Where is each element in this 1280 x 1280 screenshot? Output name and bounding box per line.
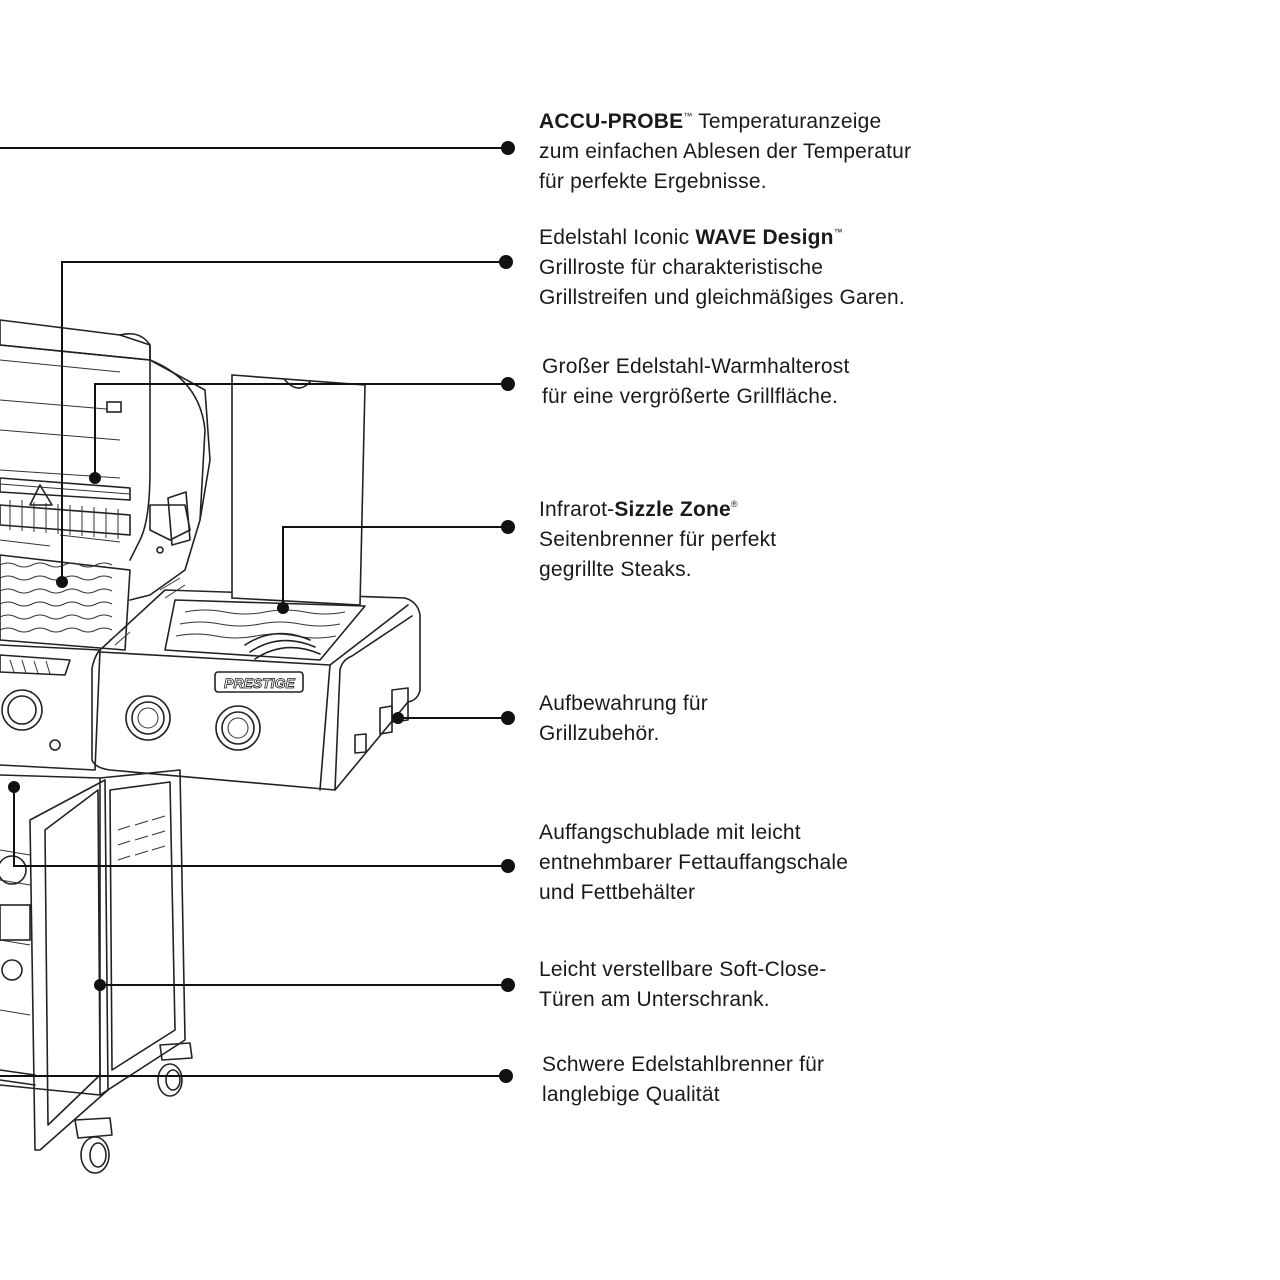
leader-dot-soft-close xyxy=(501,978,515,992)
leader-dot-storage xyxy=(501,711,515,725)
callout-burners: Schwere Edelstahlbrenner für langlebige Q… xyxy=(542,1050,824,1110)
leader-end-sizzle-zone xyxy=(277,602,289,614)
callout-accu-probe: ACCU-PROBE™ Temperaturanzeige zum einfach… xyxy=(539,101,911,197)
callout-line: zum einfachen Ablesen der Temperatur xyxy=(539,137,911,167)
callout-text: entnehmbarer Fettauffangschale xyxy=(539,851,849,874)
callout-line: Schwere Edelstahlbrenner für xyxy=(542,1050,824,1080)
callout-line: Edelstahl Iconic WAVE Design™ xyxy=(539,217,905,253)
callout-text: Seitenbrenner für perfekt xyxy=(539,528,777,551)
callout-sizzle-zone: Infrarot-Sizzle Zone® Seitenbrenner für p… xyxy=(539,489,776,585)
callout-soft-close: Leicht verstellbare Soft-Close- Türen am … xyxy=(539,955,827,1015)
callout-text: zum einfachen Ablesen der Temperatur xyxy=(539,140,912,163)
leader-end-soft-close xyxy=(94,979,106,991)
callout-text: gegrillte Steaks. xyxy=(539,558,692,581)
leader-dot-drip-tray xyxy=(501,859,515,873)
callout-line: Türen am Unterschrank. xyxy=(539,985,827,1015)
callout-warming-rack: Großer Edelstahl-Warmhalterost für eine v… xyxy=(542,352,849,412)
leader-end-wave-design xyxy=(56,576,68,588)
wave-grates-drawing xyxy=(0,554,131,651)
leader-dot-sizzle-zone xyxy=(501,520,515,534)
callout-line: Grillstreifen und gleichmäßiges Garen. xyxy=(539,283,905,313)
leader-dot-burners xyxy=(499,1069,513,1083)
callout-text: und Fettbehälter xyxy=(539,881,696,904)
leader-lines xyxy=(0,141,515,1083)
callout-line: langlebige Qualität xyxy=(542,1080,824,1110)
prestige-badge xyxy=(214,671,304,693)
callout-text: Infrarot- xyxy=(539,498,615,521)
leader-warming-rack xyxy=(94,383,508,478)
leader-end-storage xyxy=(392,712,404,724)
side-knob-1 xyxy=(125,695,171,741)
leader-wave-design xyxy=(61,261,506,582)
callout-text: langlebige Qualität xyxy=(542,1083,720,1106)
leader-end-drip-tray xyxy=(8,781,20,793)
callout-line: für perfekte Ergebnisse. xyxy=(539,167,911,197)
callout-line: entnehmbarer Fettauffangschale xyxy=(539,848,848,878)
callout-text: Temperaturanzeige xyxy=(692,110,882,133)
caster-wheel-rear xyxy=(157,1042,193,1097)
callout-text: Auffangschublade mit leicht xyxy=(539,821,801,844)
callout-line: und Fettbehälter xyxy=(539,878,848,908)
main-control-panel xyxy=(0,644,101,771)
warming-rack-drawing xyxy=(0,477,131,547)
callout-line: Auffangschublade mit leicht xyxy=(539,818,848,848)
callout-line: für eine vergrößerte Grillfläche. xyxy=(542,382,849,412)
callout-line: gegrillte Steaks. xyxy=(539,555,776,585)
trademark-mark: ™ xyxy=(833,227,843,237)
brand-term: Sizzle Zone xyxy=(614,498,731,521)
callout-text: Edelstahl Iconic xyxy=(539,226,696,249)
caster-wheel-front xyxy=(74,1117,113,1174)
callout-text: für eine vergrößerte Grillfläche. xyxy=(542,385,839,408)
callout-line: Grillroste für charakteristische xyxy=(539,253,905,283)
callout-line: Seitenbrenner für perfekt xyxy=(539,525,776,555)
brand-term: ACCU-PROBE xyxy=(539,110,684,133)
callout-text: Grillroste für charakteristische xyxy=(539,256,824,279)
trademark-mark: ® xyxy=(730,499,738,509)
leader-dot-wave-design xyxy=(499,255,513,269)
callout-text: für perfekte Ergebnisse. xyxy=(539,170,767,193)
leader-end-warming-rack xyxy=(89,472,101,484)
callout-drip-tray: Auffangschublade mit leicht entnehmbarer … xyxy=(539,818,848,908)
callout-line: Aufbewahrung für xyxy=(539,689,708,719)
callout-text: Grillstreifen und gleichmäßiges Garen. xyxy=(539,286,905,309)
side-knob-2 xyxy=(215,705,261,751)
callout-line: Grillzubehör. xyxy=(539,719,708,749)
brand-term: WAVE Design xyxy=(695,226,834,249)
grill-lid xyxy=(0,319,211,601)
callout-line: Leicht verstellbare Soft-Close- xyxy=(539,955,827,985)
callout-text: Grillzubehör. xyxy=(539,722,660,745)
leader-sizzle-zone xyxy=(282,526,508,608)
side-burner-module: PRESTIGE xyxy=(91,374,421,791)
callout-line: Infrarot-Sizzle Zone® xyxy=(539,489,776,525)
callout-wave-design: Edelstahl Iconic WAVE Design™ Grillroste … xyxy=(539,217,905,313)
trademark-mark: ™ xyxy=(683,111,693,121)
callout-text: Großer Edelstahl-Warmhalterost xyxy=(542,355,850,378)
cart-cabinet xyxy=(0,769,193,1174)
leader-drip-tray xyxy=(13,787,508,867)
prestige-badge-text: PRESTIGE xyxy=(224,675,295,691)
callout-text: Schwere Edelstahlbrenner für xyxy=(542,1053,825,1076)
callout-text: Aufbewahrung für xyxy=(539,692,708,715)
callout-text: Leicht verstellbare Soft-Close- xyxy=(539,958,827,981)
callout-text: Türen am Unterschrank. xyxy=(539,988,770,1011)
callout-line: ACCU-PROBE™ Temperaturanzeige xyxy=(539,101,911,137)
callout-line: Großer Edelstahl-Warmhalterost xyxy=(542,352,849,382)
leader-dot-accu-probe xyxy=(501,141,515,155)
leader-dot-warming-rack xyxy=(501,377,515,391)
